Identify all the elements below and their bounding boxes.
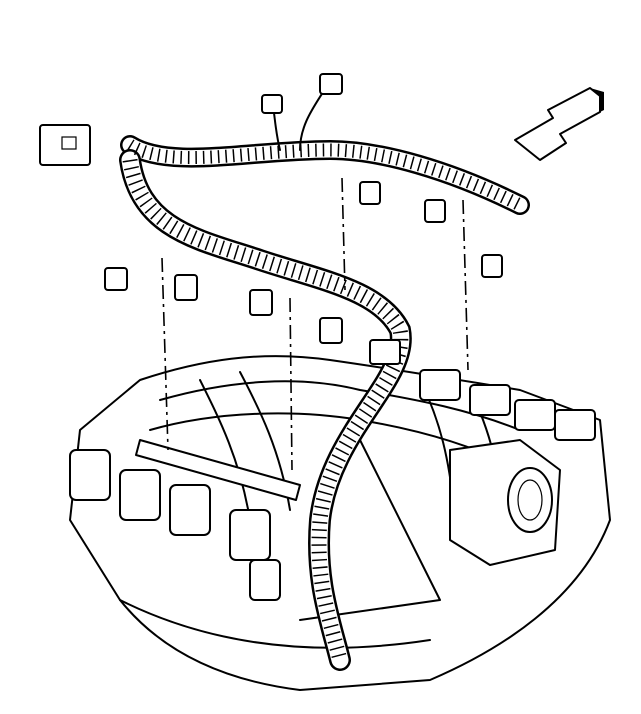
alignment-lines — [161, 177, 469, 471]
wiring-harness — [119, 79, 530, 671]
electrical-connector-icon — [39, 73, 503, 365]
fuel-rail-left — [69, 439, 301, 601]
throttle-body-icon — [449, 439, 561, 566]
fuel-injector-icon — [69, 449, 281, 601]
ignition-coil-icon — [419, 369, 596, 441]
direction-arrow-icon — [514, 87, 604, 161]
support-bracket — [299, 439, 441, 621]
